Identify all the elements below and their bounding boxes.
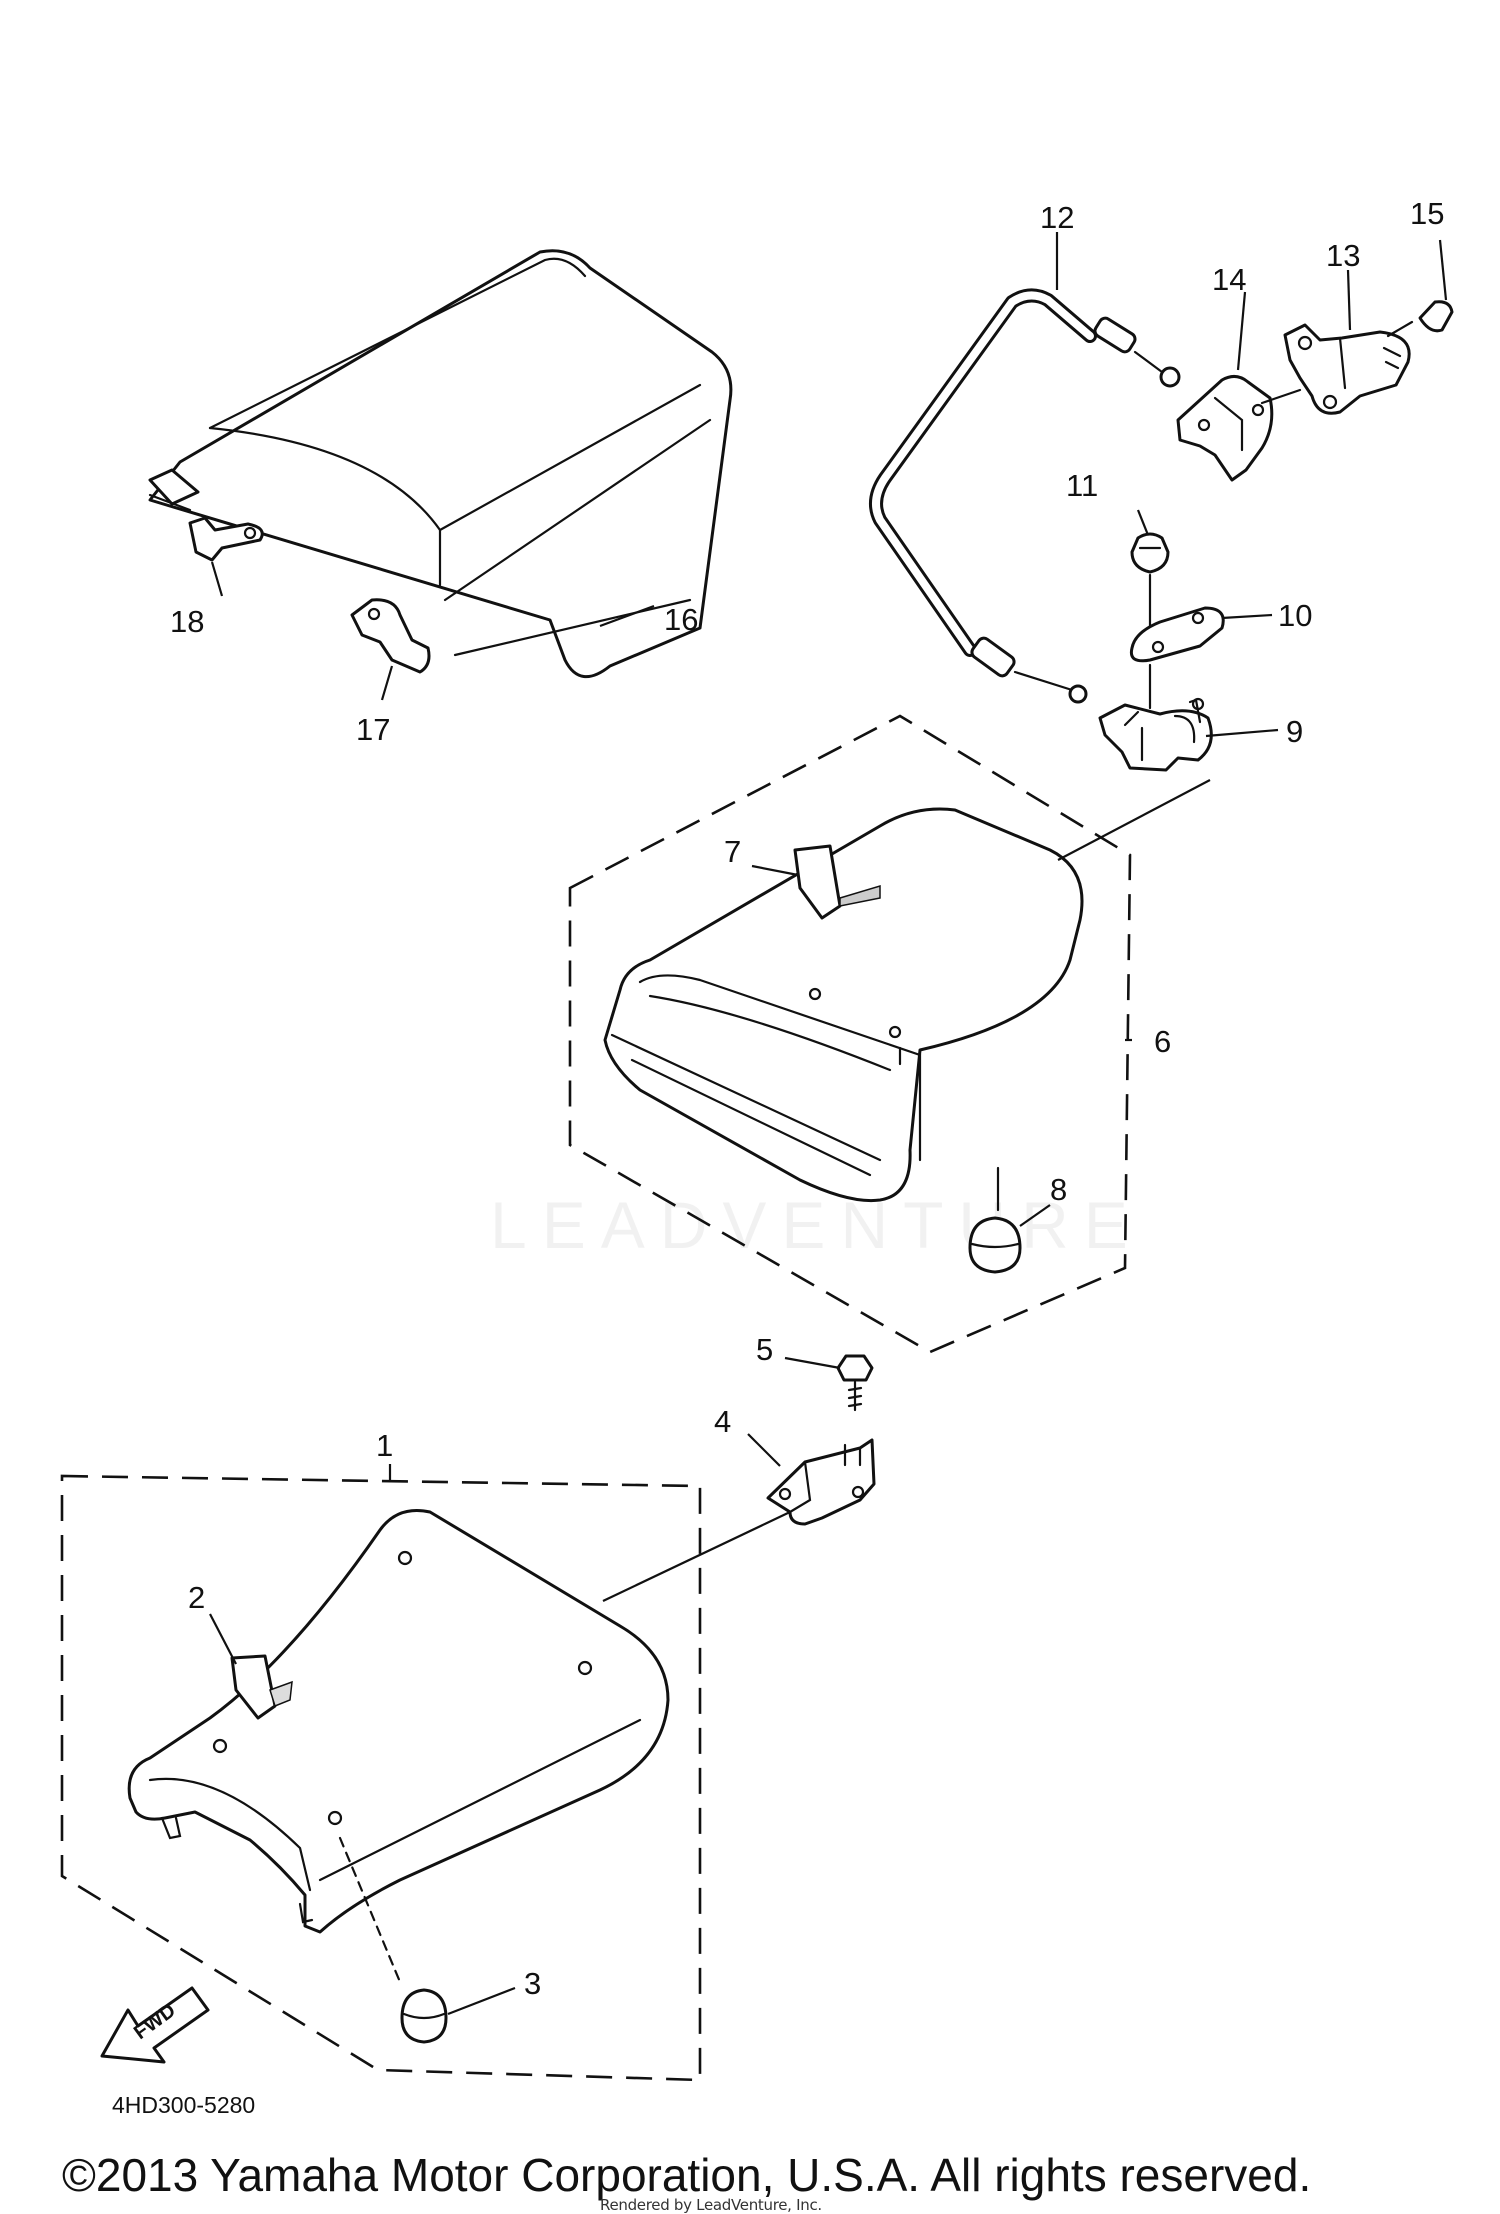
callout-7: 7 xyxy=(724,834,741,869)
leader-lines xyxy=(209,232,1448,2016)
seat-lock-part-13 xyxy=(1260,323,1411,415)
seat-lock-cable-part-12 xyxy=(869,288,1181,704)
callout-14: 14 xyxy=(1212,262,1246,297)
callout-10: 10 xyxy=(1278,598,1312,633)
callout-1: 1 xyxy=(376,1428,393,1463)
callout-18: 18 xyxy=(170,604,204,639)
rear-seat-assembly-part-6 xyxy=(568,714,1132,1354)
callouts: 1 2 3 4 5 6 7 8 9 10 11 12 13 14 15 16 1… xyxy=(170,196,1444,2001)
callout-16: 16 xyxy=(664,602,698,637)
callout-6: 6 xyxy=(1154,1024,1171,1059)
callout-3: 3 xyxy=(524,1966,541,2001)
callout-11: 11 xyxy=(1066,468,1098,503)
hook-bracket-part-9 xyxy=(1098,697,1213,772)
callout-9: 9 xyxy=(1286,714,1303,749)
rear-seat-cowl-part-16 xyxy=(148,249,733,678)
bolt-part-5 xyxy=(836,1354,874,1412)
front-seat-assembly-part-1 xyxy=(60,1474,702,2082)
watermark-text: LEADVENTURE xyxy=(490,1188,1143,1262)
callout-8: 8 xyxy=(1050,1172,1067,1207)
callout-5: 5 xyxy=(756,1332,773,1367)
fwd-arrow-icon: FWD xyxy=(100,1986,210,2064)
rendered-by-credit: Rendered by LeadVenture, Inc. xyxy=(600,2196,822,2214)
screw-part-15 xyxy=(1386,300,1454,338)
hinge-part-4 xyxy=(766,1438,876,1526)
plate-part-10 xyxy=(1129,606,1225,710)
callout-12: 12 xyxy=(1040,200,1074,235)
callout-2: 2 xyxy=(188,1580,205,1615)
lock-bracket-part-14 xyxy=(1176,375,1274,482)
nut-part-11 xyxy=(1130,532,1170,632)
copyright-notice: ©2013 Yamaha Motor Corporation, U.S.A. A… xyxy=(62,2149,1312,2201)
callout-4: 4 xyxy=(714,1404,731,1439)
callout-17: 17 xyxy=(356,712,390,747)
diagram-code: 4HD300-5280 xyxy=(112,2092,256,2118)
callout-15: 15 xyxy=(1410,196,1444,231)
bracket-part-18 xyxy=(188,516,264,562)
callout-13: 13 xyxy=(1326,238,1360,273)
bracket-part-17 xyxy=(350,598,431,674)
